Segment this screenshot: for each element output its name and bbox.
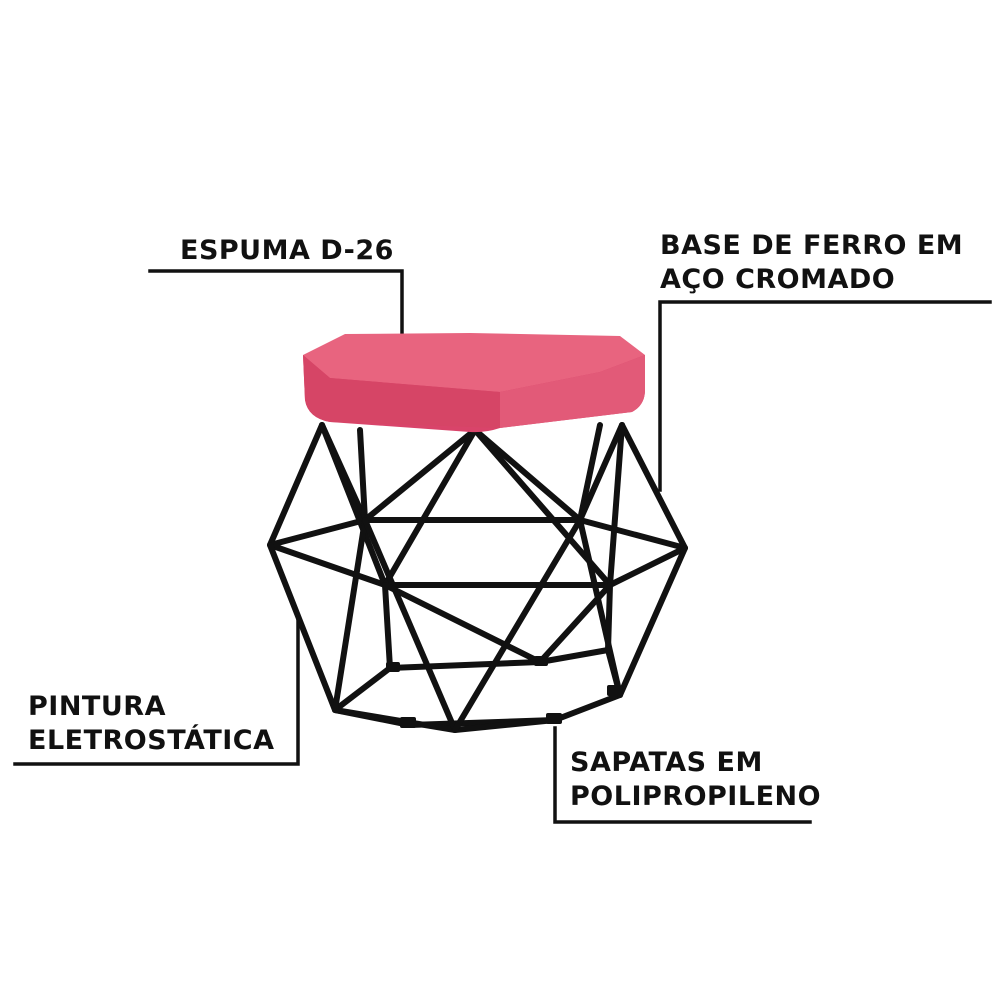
feet-label-line1: SAPATAS EM (570, 747, 763, 778)
foam-label-text: ESPUMA D-26 (180, 235, 394, 266)
seat-cushion (303, 333, 645, 433)
paint-label: PINTURA ELETROSTÁTICA (28, 690, 275, 758)
foot (534, 656, 548, 666)
foot (386, 662, 400, 672)
foot (546, 713, 562, 724)
paint-label-line2: ELETROSTÁTICA (28, 725, 275, 756)
foot (400, 717, 416, 728)
feet-label: SAPATAS EM POLIPROPILENO (570, 746, 821, 814)
callout-line-feet (553, 726, 812, 824)
callout-line-paint (13, 618, 300, 766)
seat-top (303, 333, 645, 392)
callout-line-foam (148, 269, 404, 347)
base-label-line2: AÇO CROMADO (660, 264, 896, 295)
metal-frame (267, 422, 688, 733)
feet-label-line2: POLIPROPILENO (570, 781, 822, 812)
callout-lines (13, 269, 992, 824)
base-label-line1: BASE DE FERRO EM (660, 230, 964, 261)
foam-label: ESPUMA D-26 (180, 234, 394, 268)
polypropylene-feet (386, 656, 621, 728)
foot (607, 685, 621, 696)
paint-label-line1: PINTURA (28, 691, 166, 722)
base-label: BASE DE FERRO EM AÇO CROMADO (660, 229, 963, 297)
seat-right-face (500, 355, 645, 428)
seat-front-face (303, 355, 500, 428)
callout-line-base (658, 300, 992, 492)
